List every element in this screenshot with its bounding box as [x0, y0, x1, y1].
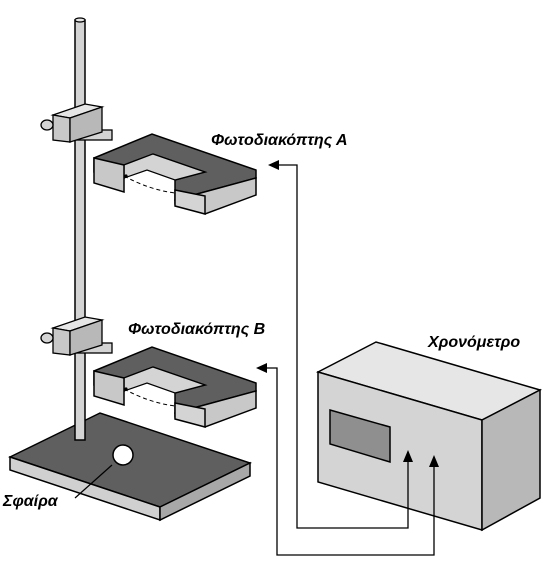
wire-photogate-b-arrow	[256, 363, 267, 373]
label-photogate-b: Φωτοδιακόπτης Β	[128, 321, 265, 338]
label-sphere: Σφαίρα	[2, 493, 59, 510]
photogate-a-beam	[123, 175, 176, 194]
photogate-a-left-front	[93, 157, 125, 194]
stand-rod-top	[74, 17, 86, 23]
wire-photogate-a	[278, 164, 409, 529]
stand-rod	[74, 17, 86, 441]
lower-clamp-front	[52, 327, 71, 356]
photogate-b-left-front	[93, 370, 125, 407]
timer-display	[329, 409, 391, 464]
lower-clamp-side	[69, 319, 103, 356]
sphere-pointer-line	[74, 464, 113, 499]
upper-clamp-front	[52, 114, 71, 143]
upper-clamp-screw	[40, 119, 54, 131]
photogate-a-right-end	[174, 189, 206, 215]
wire-b-timer-arrow	[429, 455, 439, 467]
photogate-b	[93, 346, 257, 428]
upper-clamp	[40, 103, 113, 143]
label-timer: Χρονόμετρο	[427, 334, 520, 351]
base-plate-side	[159, 461, 251, 522]
timer	[315, 341, 543, 532]
wire-photogate-a-arrow	[268, 160, 279, 170]
wires	[256, 160, 439, 556]
upper-clamp-side	[69, 106, 103, 143]
timer-side	[481, 388, 541, 532]
lower-clamp	[40, 316, 113, 356]
photogate-b-beam	[123, 388, 176, 407]
photogate-b-emitter	[124, 387, 128, 391]
stand-rod-body	[74, 19, 86, 441]
wire-a-timer-arrow	[403, 450, 413, 462]
photogate-a	[93, 133, 257, 215]
photogate-a-emitter	[124, 174, 128, 178]
wire-photogate-b	[265, 367, 435, 556]
lower-clamp-screw	[40, 332, 54, 344]
photogate-b-right-end	[174, 402, 206, 428]
sphere	[112, 444, 134, 466]
label-photogate-a: Φωτοδιακόπτης Α	[211, 132, 348, 149]
